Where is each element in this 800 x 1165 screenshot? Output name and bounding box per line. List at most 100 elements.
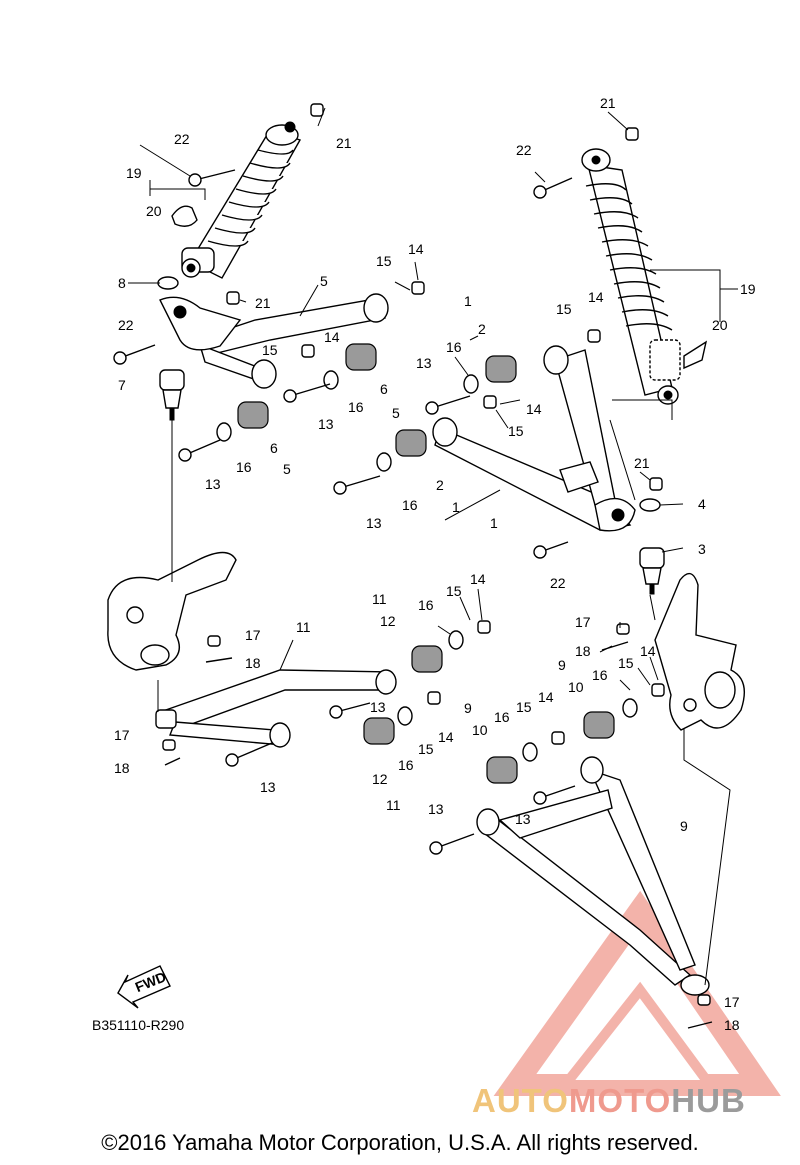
callout-15: 15 (418, 741, 434, 757)
callout-13: 13 (370, 699, 386, 715)
callout-18: 18 (575, 643, 591, 659)
callout-22: 22 (118, 317, 134, 333)
callout-5: 5 (283, 461, 291, 477)
callout-21: 21 (336, 135, 352, 151)
callout-13: 13 (260, 779, 276, 795)
callout-9: 9 (680, 818, 688, 834)
fwd-arrow-icon: FWD (117, 965, 171, 1009)
callout-19: 19 (740, 281, 756, 297)
callout-13: 13 (416, 355, 432, 371)
callout-14: 14 (526, 401, 542, 417)
callout-16: 16 (348, 399, 364, 415)
callout-9: 9 (558, 657, 566, 673)
callout-13: 13 (205, 476, 221, 492)
lower-arm-left (155, 669, 397, 748)
callout-12: 12 (380, 613, 396, 629)
callout-17: 17 (724, 994, 740, 1010)
callout-13: 13 (515, 811, 531, 827)
callout-16: 16 (398, 757, 414, 773)
callout-13: 13 (318, 416, 334, 432)
callout-15: 15 (508, 423, 524, 439)
callout-15: 15 (376, 253, 392, 269)
right-shock-absorber (581, 148, 708, 405)
callout-18: 18 (114, 760, 130, 776)
callout-22: 22 (550, 575, 566, 591)
callout-17: 17 (575, 614, 591, 630)
callout-15: 15 (516, 699, 532, 715)
bushings (237, 343, 615, 784)
watermark-hub: HUB (671, 1082, 746, 1119)
callout-6: 6 (270, 440, 278, 456)
lower-arm-right (476, 756, 710, 996)
callout-14: 14 (588, 289, 604, 305)
callout-20: 20 (712, 317, 728, 333)
nuts-and-pins (162, 103, 713, 1029)
callout-19: 19 (126, 165, 142, 181)
callout-17: 17 (245, 627, 261, 643)
watermark-auto: AUTO (472, 1082, 569, 1119)
callout-10: 10 (568, 679, 584, 695)
callout-15: 15 (618, 655, 634, 671)
callout-5: 5 (392, 405, 400, 421)
callout-6: 6 (380, 381, 388, 397)
callout-16: 16 (494, 709, 510, 725)
callout-labels: 1 1 1 2 2 3 4 5 5 5 6 6 7 8 9 9 9 10 10 … (114, 95, 756, 1033)
callout-5: 5 (320, 273, 328, 289)
left-shock-absorber (171, 121, 302, 279)
copyright-footer: ©2016 Yamaha Motor Corporation, U.S.A. A… (101, 1130, 699, 1155)
callout-18: 18 (245, 655, 261, 671)
leader-lines (128, 107, 738, 986)
callout-20: 20 (146, 203, 162, 219)
callout-9: 9 (464, 700, 472, 716)
callout-14: 14 (408, 241, 424, 257)
callout-1: 1 (464, 293, 472, 309)
callout-15: 15 (446, 583, 462, 599)
callout-1: 1 (452, 499, 460, 515)
callout-15: 15 (262, 342, 278, 358)
callout-16: 16 (236, 459, 252, 475)
upper-arm-right (432, 345, 636, 532)
callout-16: 16 (592, 667, 608, 683)
ball-joint-7 (159, 369, 185, 421)
callout-14: 14 (640, 643, 656, 659)
callout-14: 14 (438, 729, 454, 745)
callout-22: 22 (516, 142, 532, 158)
callout-16: 16 (418, 597, 434, 613)
callout-15: 15 (556, 301, 572, 317)
callout-16: 16 (402, 497, 418, 513)
watermark-text: AUTOMOTOHUB (472, 1082, 746, 1120)
callout-10: 10 (472, 722, 488, 738)
bolts (113, 169, 576, 855)
callout-7: 7 (118, 377, 126, 393)
circlip-4 (639, 498, 661, 512)
callout-8: 8 (118, 275, 126, 291)
callout-16: 16 (446, 339, 462, 355)
knuckle-right (654, 572, 745, 731)
upper-arm-left (159, 293, 389, 389)
circlip-8 (157, 276, 179, 290)
callout-3: 3 (698, 541, 706, 557)
callout-11: 11 (386, 797, 401, 813)
callout-18: 18 (724, 1017, 740, 1033)
callout-2: 2 (436, 477, 444, 493)
callout-13: 13 (366, 515, 382, 531)
callout-14: 14 (470, 571, 486, 587)
diagram-code: B351110-R290 (92, 1017, 185, 1033)
callout-21: 21 (255, 295, 271, 311)
callout-11: 11 (296, 619, 311, 635)
callout-12: 12 (372, 771, 388, 787)
callout-17: 17 (114, 727, 130, 743)
callout-14: 14 (538, 689, 554, 705)
callout-4: 4 (698, 496, 706, 512)
callout-1: 1 (490, 515, 498, 531)
callout-2: 2 (478, 321, 486, 337)
callout-11: 11 (372, 591, 387, 607)
callout-22: 22 (174, 131, 190, 147)
callout-14: 14 (324, 329, 340, 345)
callout-21: 21 (634, 455, 650, 471)
ball-joint-3 (639, 547, 665, 595)
knuckle-left (107, 551, 237, 671)
watermark-moto: MOTO (568, 1082, 672, 1119)
callout-21: 21 (600, 95, 616, 111)
